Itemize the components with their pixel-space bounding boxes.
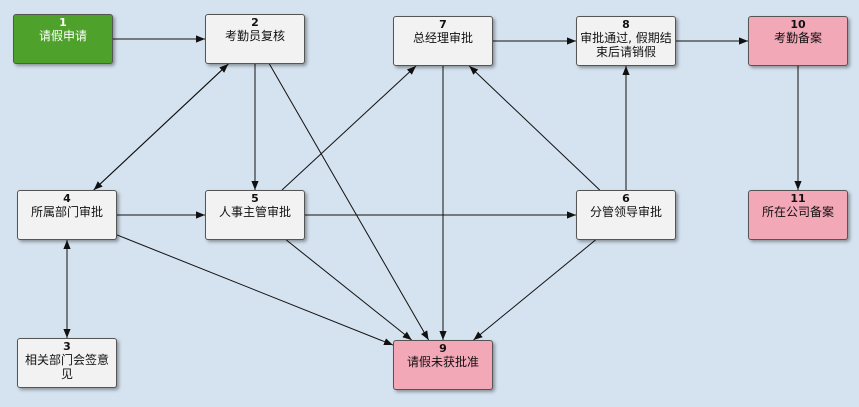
node-number: 3 (63, 340, 71, 353)
node-number: 1 (59, 16, 67, 29)
node-label: 审批通过, 假期结束后请销假 (580, 31, 672, 59)
node-leave-application[interactable]: 1 请假申请 (13, 14, 113, 64)
node-label: 所属部门审批 (30, 205, 103, 219)
node-label: 人事主管审批 (218, 205, 291, 219)
node-number: 4 (63, 192, 71, 205)
node-attendance-review[interactable]: 2 考勤员复核 (205, 14, 305, 64)
node-number: 2 (251, 16, 259, 29)
node-label: 分管领导审批 (589, 205, 662, 219)
edge-n6-to-n7 (468, 65, 601, 191)
node-label: 所在公司备案 (761, 205, 834, 219)
node-attendance-filing[interactable]: 10 考勤备案 (748, 16, 848, 66)
node-company-filing[interactable]: 11 所在公司备案 (748, 190, 848, 240)
edge-n2-to-n9 (268, 63, 430, 341)
edge-n5-to-n9 (286, 239, 412, 341)
node-department-approval[interactable]: 4 所属部门审批 (17, 190, 117, 240)
edge-n4-to-n2 (93, 63, 229, 191)
node-label: 相关部门会签意见 (24, 353, 109, 381)
node-approved-cancel-leave[interactable]: 8 审批通过, 假期结束后请销假 (576, 16, 676, 66)
edge-n6-to-n9 (473, 239, 596, 341)
edge-n5-to-n7 (281, 65, 417, 191)
node-leave-rejected[interactable]: 9 请假未获批准 (393, 340, 493, 390)
node-number: 6 (622, 192, 630, 205)
edge-n4-to-n9 (116, 234, 394, 346)
node-number: 11 (790, 192, 806, 205)
node-hr-manager-approval[interactable]: 5 人事主管审批 (205, 190, 305, 240)
node-label: 总经理审批 (412, 31, 473, 45)
node-general-manager-approval[interactable]: 7 总经理审批 (393, 16, 493, 66)
node-number: 9 (439, 342, 447, 355)
node-number: 7 (439, 18, 447, 31)
node-number: 10 (790, 18, 806, 31)
node-label: 考勤备案 (773, 31, 822, 45)
node-division-leader-approval[interactable]: 6 分管领导审批 (576, 190, 676, 240)
node-related-dept-countersign[interactable]: 3 相关部门会签意见 (17, 338, 117, 388)
node-number: 8 (622, 18, 630, 31)
node-label: 考勤员复核 (224, 29, 285, 43)
node-label: 请假未获批准 (406, 355, 479, 369)
node-number: 5 (251, 192, 259, 205)
node-label: 请假申请 (38, 29, 87, 43)
